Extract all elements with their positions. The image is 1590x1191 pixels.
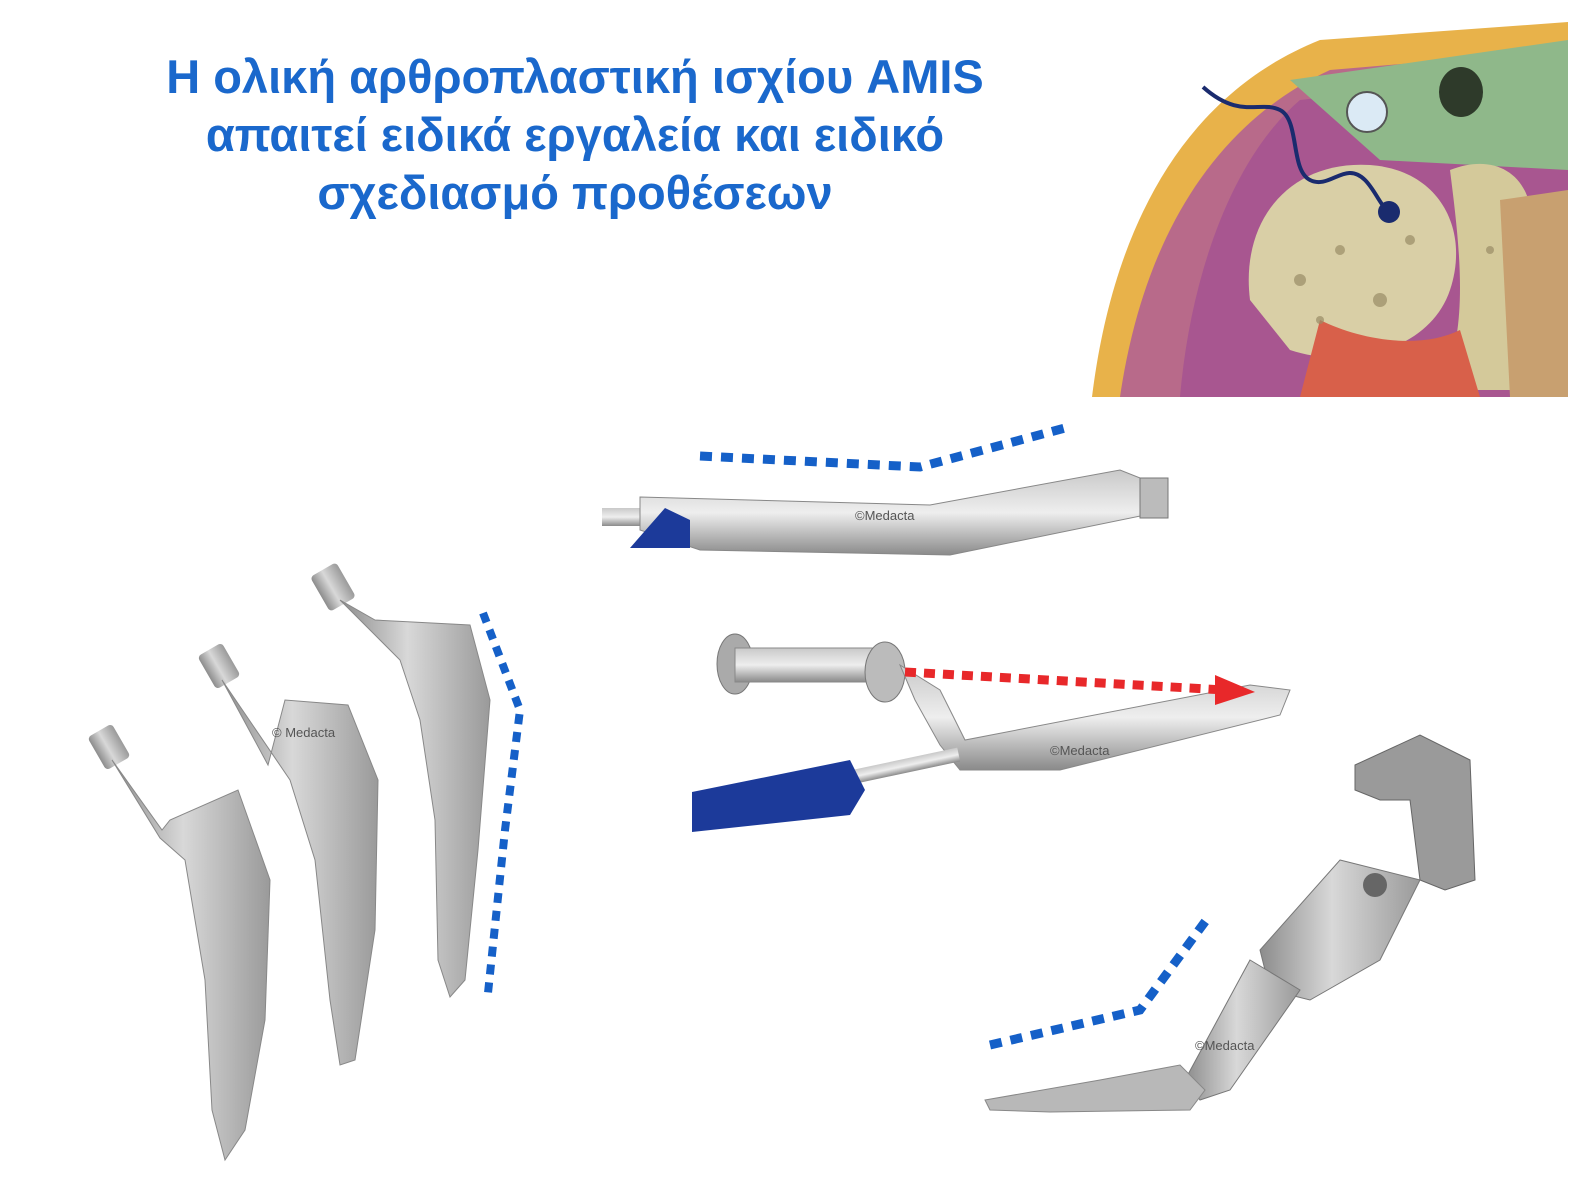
hip-stem-small xyxy=(88,725,271,1162)
slide-title: Η ολική αρθροπλαστική ισχίου AMIS απαιτε… xyxy=(100,48,1050,222)
broach-dotted-line xyxy=(988,912,1214,1050)
stem-curvature-dotted-line xyxy=(479,611,525,994)
medacta-watermark: © Medacta xyxy=(272,725,336,740)
reamer-dotted-line xyxy=(699,423,1067,472)
title-line-2: απαιτεί ειδικά εργαλεία και ειδικό xyxy=(205,108,945,161)
title-line-1: Η ολική αρθροπλαστική ισχίου AMIS xyxy=(166,50,984,103)
svg-text:©Medacta: ©Medacta xyxy=(1195,1038,1255,1053)
offset-broach-handle: ©Medacta xyxy=(984,734,1476,1113)
offset-reamer-handle: ©Medacta xyxy=(602,469,1169,556)
hip-anatomy-illustration xyxy=(1092,22,1568,397)
offset-impactor: ©Medacta xyxy=(692,633,1291,832)
title-line-3: σχεδιασμό προθέσεων xyxy=(317,166,833,219)
hip-stem-large xyxy=(311,563,491,998)
svg-text:©Medacta: ©Medacta xyxy=(1050,743,1110,758)
hip-stem-medium: © Medacta xyxy=(198,644,379,1066)
svg-text:©Medacta: ©Medacta xyxy=(855,508,915,523)
direction-arrow xyxy=(904,667,1255,705)
